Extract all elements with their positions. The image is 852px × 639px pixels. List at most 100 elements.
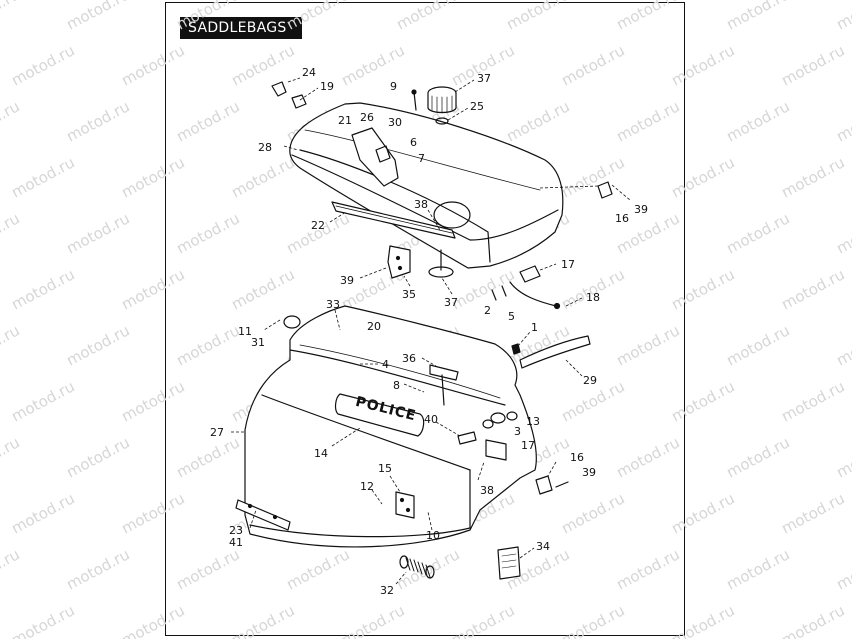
watermark-text: motod.ru (613, 545, 682, 593)
watermark-text: motod.ru (118, 41, 187, 89)
callout-label: 40 (424, 413, 438, 426)
callout-label: 38 (480, 484, 494, 497)
watermark-text: motod.ru (8, 41, 77, 89)
callout-label: 6 (410, 136, 417, 149)
leader-line (565, 359, 583, 377)
watermark-text: motod.ru (613, 433, 682, 481)
callout-label: 16 (615, 212, 629, 225)
watermark-text: motod.ru (833, 321, 852, 369)
leader-line (565, 297, 583, 307)
leader-line (299, 87, 319, 101)
callout-label: 25 (470, 100, 484, 113)
police-plate (334, 393, 425, 437)
leader-line (249, 509, 257, 529)
callout-label: 39 (582, 466, 596, 479)
callout-label: 38 (414, 198, 428, 211)
watermark-text: motod.ru (613, 321, 682, 369)
callout-label: 28 (258, 141, 272, 154)
callout-label: 19 (320, 80, 334, 93)
box-bottom-edge (249, 524, 471, 538)
callout-label: 35 (402, 288, 416, 301)
clip-19 (291, 94, 307, 109)
gasket-strip-line (335, 205, 453, 234)
leader-line (427, 209, 441, 231)
watermark-text: motod.ru (668, 489, 737, 537)
handle-hole (247, 503, 253, 509)
watermark-text: motod.ru (0, 545, 23, 593)
watermark-text: motod.ru (503, 97, 572, 145)
bracket-hole (405, 507, 411, 513)
watermark-text: motod.ru (283, 0, 352, 34)
watermark-text: motod.ru (723, 97, 792, 145)
lock-ring (506, 411, 518, 421)
label-34-lines (501, 553, 517, 569)
leader-line (395, 571, 407, 585)
callout-label: 12 (360, 480, 374, 493)
leader-line (389, 475, 401, 493)
pin-39-lower (555, 481, 569, 488)
lid-bracket (351, 127, 399, 187)
watermark-text: motod.ru (173, 545, 242, 593)
watermark-text: motod.ru (833, 433, 852, 481)
callout-label: 5 (508, 310, 515, 323)
watermark-text: motod.ru (393, 545, 462, 593)
leader-line (287, 77, 301, 83)
watermark-text: motod.ru (778, 265, 847, 313)
spring-32-coils (405, 557, 431, 578)
callout-label: 17 (561, 258, 575, 271)
callout-label: 23 (229, 524, 243, 537)
diagram-title: SADDLEBAGS (180, 17, 302, 39)
watermark-text: motod.ru (228, 153, 297, 201)
callout-label: 33 (326, 298, 340, 311)
watermark-text: motod.ru (778, 41, 847, 89)
leader-line (519, 547, 535, 559)
watermark-text: motod.ru (778, 489, 847, 537)
watermark-text: motod.ru (0, 209, 23, 257)
screw-9 (413, 91, 417, 111)
callout-label: 4 (382, 358, 389, 371)
fastener-1 (511, 343, 521, 355)
watermark-text: motod.ru (668, 601, 737, 639)
watermark-text: motod.ru (723, 209, 792, 257)
watermark-text: motod.ru (338, 41, 407, 89)
watermark-text: motod.ru (723, 0, 792, 34)
leader-line (403, 275, 411, 287)
pin-2 (491, 289, 497, 301)
watermark-text: motod.ru (503, 0, 572, 34)
watermark-text: motod.ru (173, 209, 242, 257)
watermark-text: motod.ru (558, 601, 627, 639)
lock-plate-17 (519, 265, 541, 283)
watermark-text: motod.ru (558, 41, 627, 89)
callout-label: 32 (380, 584, 394, 597)
watermark-text: motod.ru (558, 265, 627, 313)
watermark-text: motod.ru (338, 601, 407, 639)
watermark-text: motod.ru (118, 153, 187, 201)
spring-32-end (425, 565, 435, 579)
callout-label: 24 (302, 66, 316, 79)
callout-label: 8 (393, 379, 400, 392)
callout-label: 20 (367, 320, 381, 333)
watermark-text: motod.ru (118, 489, 187, 537)
watermark-text: motod.ru (0, 97, 23, 145)
watermark-text: motod.ru (8, 265, 77, 313)
hinge-hole (395, 255, 401, 261)
leader-line (331, 427, 361, 447)
watermark-text: motod.ru (668, 153, 737, 201)
gasket-40 (457, 431, 477, 445)
handle-hole (272, 514, 278, 520)
leader-line (403, 383, 425, 393)
leader-line (547, 461, 557, 477)
callout-label: 17 (521, 439, 535, 452)
leader-line (454, 79, 475, 93)
watermark-text: motod.ru (778, 601, 847, 639)
watermark-text: motod.ru (613, 0, 682, 34)
callout-label: 41 (229, 536, 243, 549)
watermark-text: motod.ru (63, 0, 132, 34)
watermark-text: motod.ru (173, 0, 242, 34)
leader-line (447, 107, 469, 121)
bracket-15 (395, 491, 415, 519)
callout-label: 31 (251, 336, 265, 349)
callout-label: 3 (514, 425, 521, 438)
